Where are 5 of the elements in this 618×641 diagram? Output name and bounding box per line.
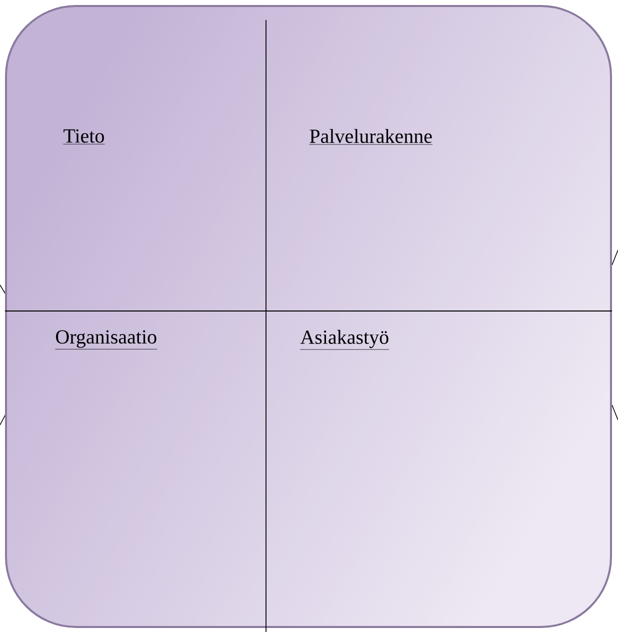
quadrant-title: Organisaatio	[55, 330, 158, 350]
quadrant-title: Palvelurakenne	[309, 128, 433, 145]
quadrant-title: Asiakastyö	[300, 330, 390, 350]
quadrant-title: Tieto	[63, 129, 105, 144]
rounded-square	[5, 5, 612, 628]
